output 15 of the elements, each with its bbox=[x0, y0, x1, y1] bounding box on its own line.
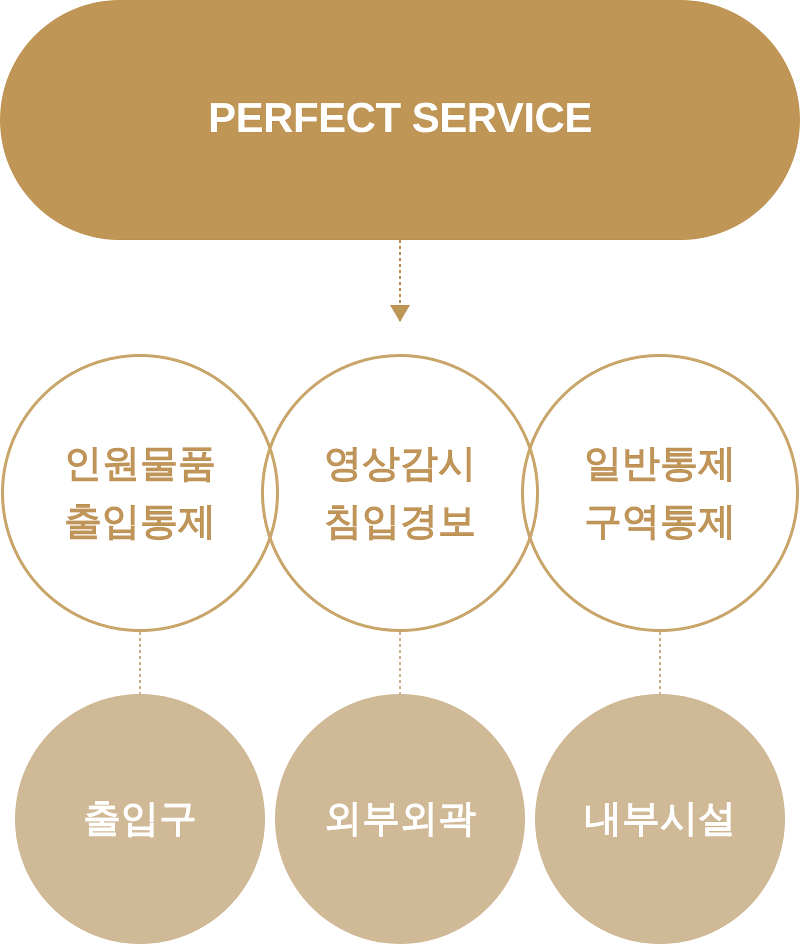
node-label: 외부외곽 bbox=[324, 797, 476, 842]
circle-node bbox=[521, 354, 799, 632]
dotted-line bbox=[399, 632, 401, 694]
node-label: 내부시설 bbox=[584, 797, 736, 842]
circle-node bbox=[1, 354, 279, 632]
node-label: PERFECT SERVICE bbox=[208, 94, 592, 142]
arrow bbox=[390, 240, 410, 322]
node-label: 인원물품 출입통제 bbox=[63, 442, 217, 545]
dotted-line bbox=[659, 632, 661, 694]
circle-node bbox=[261, 354, 539, 632]
node-label: 출입구 bbox=[83, 797, 197, 842]
node-label: 일반통제 구역통제 bbox=[583, 442, 737, 545]
pill-shape bbox=[0, 0, 800, 240]
dotted-line bbox=[139, 632, 141, 694]
node-label: 영상감시 침입경보 bbox=[323, 442, 477, 545]
